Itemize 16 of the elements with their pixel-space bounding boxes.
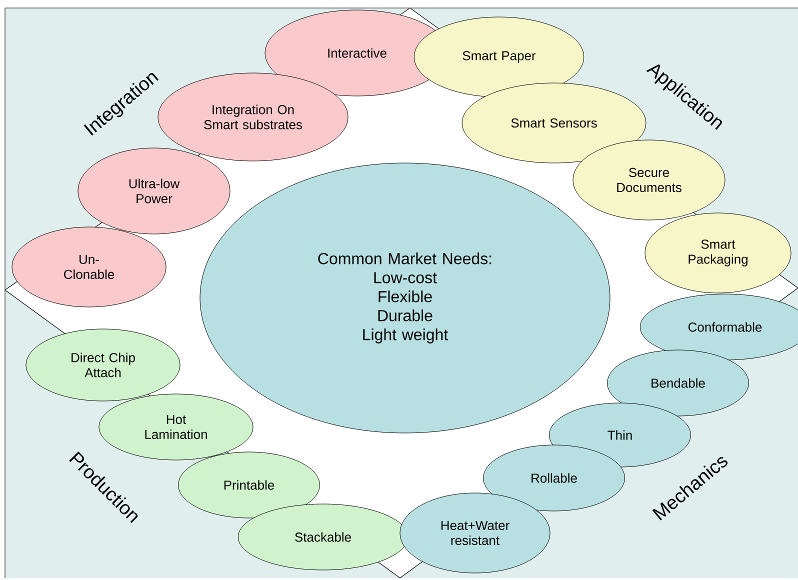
ellipse-node: Smart Sensors (462, 82, 646, 164)
ellipse-node: Integration On Smart substrates (158, 72, 348, 162)
ellipse-node: Direct Chip Attach (26, 328, 180, 402)
ellipse-node: Heat+Water resistant (400, 492, 550, 574)
ellipse-node: Printable (178, 452, 320, 518)
ellipse-node: Conformable (640, 294, 798, 360)
ellipse-node: Hot Lamination (98, 394, 254, 460)
node-label: Conformable (688, 322, 762, 332)
ellipse-node: Un- Clonable (12, 226, 166, 308)
ellipse-node: Secure Documents (572, 140, 726, 220)
ellipse-node: Smart Paper (414, 16, 584, 98)
ellipse-node: Stackable (238, 504, 408, 570)
ellipse-node: Smart Packaging (644, 212, 792, 294)
ellipse-node: Ultra-low Power (78, 148, 230, 234)
ellipse-node: Bendable (607, 350, 749, 416)
ellipse-node: Rollable (483, 444, 625, 512)
